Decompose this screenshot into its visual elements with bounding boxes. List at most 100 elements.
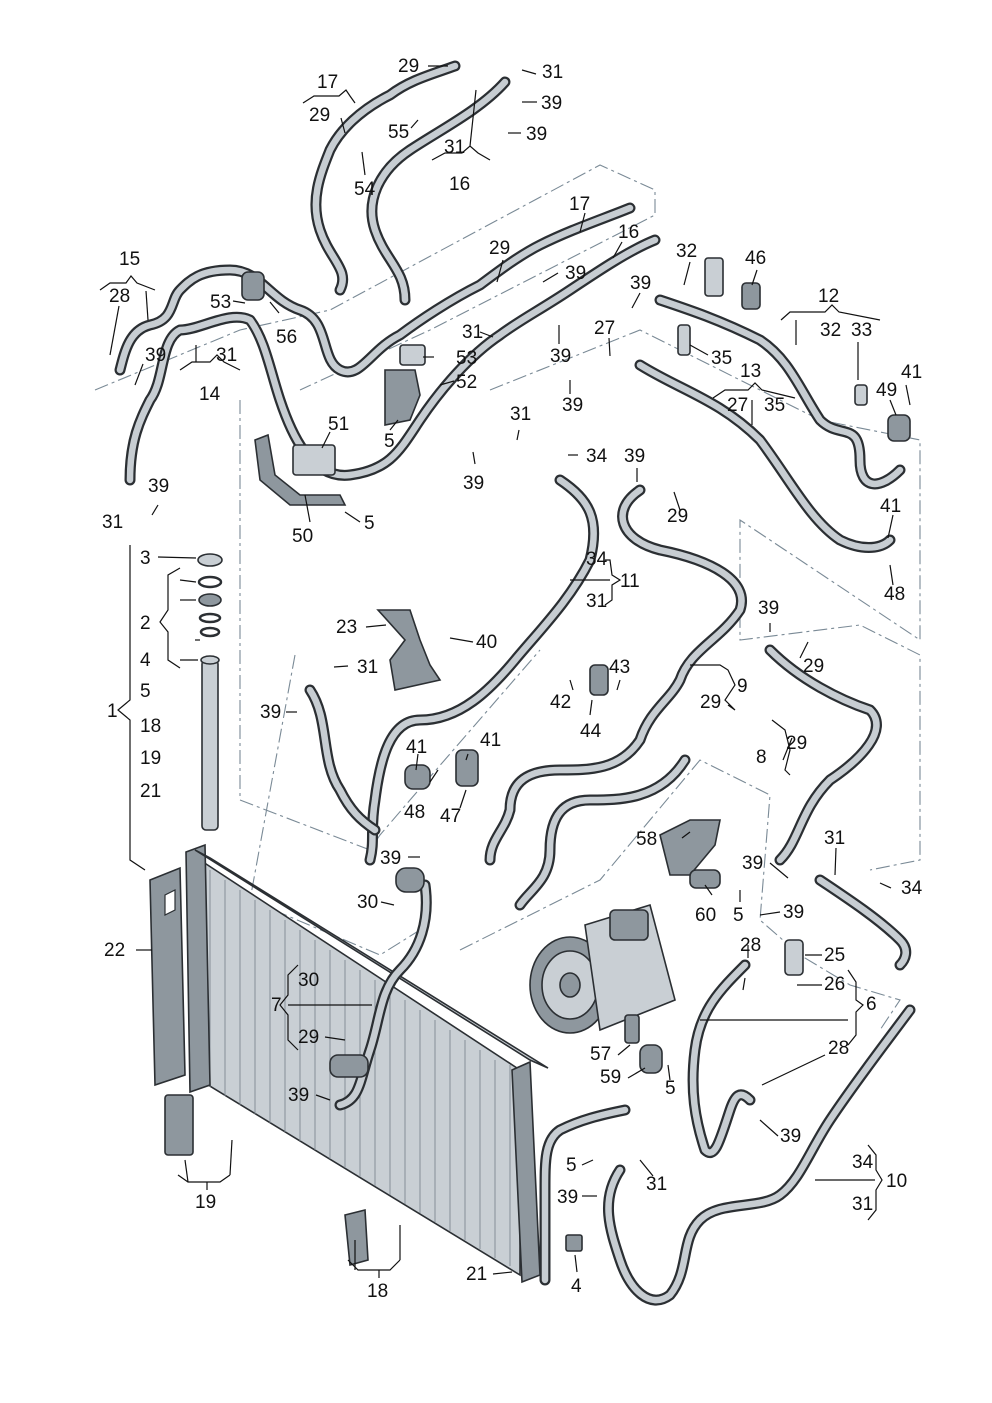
callout-5: 5 [364, 513, 375, 534]
callout-31: 31 [216, 345, 237, 366]
callout-60: 60 [695, 905, 716, 926]
callout-31: 31 [357, 657, 378, 678]
callout-18: 18 [367, 1281, 388, 1302]
callout-27: 27 [727, 395, 748, 416]
callout-14: 14 [199, 384, 221, 405]
callout-39: 39 [630, 273, 651, 294]
callout-40: 40 [476, 632, 497, 653]
leader-lines [99, 65, 911, 1278]
callout-5: 5 [733, 905, 744, 926]
callout-54: 54 [354, 179, 376, 200]
callout-21: 21 [466, 1264, 487, 1285]
callout-34: 34 [852, 1152, 874, 1173]
callout-31: 31 [510, 404, 531, 425]
callout-41: 41 [406, 737, 427, 758]
callout-48: 48 [404, 802, 425, 823]
callout-39: 39 [148, 476, 169, 497]
callout-53: 53 [210, 292, 231, 313]
callout-5: 5 [384, 431, 395, 452]
callout-7: 7 [271, 995, 282, 1016]
callout-28: 28 [740, 935, 761, 956]
callout-30: 30 [298, 970, 319, 991]
callout-31: 31 [462, 322, 483, 343]
callout-39: 39 [783, 902, 804, 923]
callout-31: 31 [824, 828, 845, 849]
callout-39: 39 [526, 124, 547, 145]
condenser-top-rail [194, 849, 549, 1069]
callout-46: 46 [745, 248, 766, 269]
callout-5: 5 [566, 1155, 577, 1176]
callout-41: 41 [480, 730, 501, 751]
callout-53: 53 [456, 348, 477, 369]
outline-left-tube [249, 654, 421, 956]
callout-39: 39 [541, 93, 562, 114]
callout-1: 1 [107, 701, 118, 722]
callout-4: 4 [571, 1276, 582, 1297]
callout-30: 30 [357, 892, 378, 913]
callout-29: 29 [309, 105, 330, 126]
callout-41: 41 [901, 362, 922, 383]
callout-10: 10 [886, 1171, 907, 1192]
callout-48: 48 [884, 584, 905, 605]
callout-21: 21 [140, 781, 161, 802]
callout-44: 44 [580, 721, 602, 742]
callout-27: 27 [594, 318, 615, 339]
callout-28: 28 [109, 286, 130, 307]
callout-12: 12 [818, 286, 839, 307]
callout-39: 39 [758, 598, 779, 619]
callout-39: 39 [288, 1085, 309, 1106]
callout-59: 59 [600, 1067, 621, 1088]
callout-31: 31 [102, 512, 123, 533]
callout-5: 5 [665, 1078, 676, 1099]
callout-32: 32 [820, 320, 841, 341]
callout-13: 13 [740, 361, 761, 382]
assembly-outlines [94, 164, 921, 1031]
callout-28: 28 [828, 1038, 849, 1059]
callout-33: 33 [851, 320, 872, 341]
callout-29: 29 [489, 238, 510, 259]
callout-50: 50 [292, 526, 313, 547]
callout-39: 39 [380, 848, 401, 869]
callout-43: 43 [609, 657, 630, 678]
callout-51: 51 [328, 414, 349, 435]
callout-11: 11 [620, 571, 640, 592]
callout-16: 16 [449, 174, 470, 195]
condenser-fins [209, 870, 511, 1266]
callout-35: 35 [711, 348, 732, 369]
outline-right-assembly [489, 329, 921, 871]
compressor [529, 903, 676, 1034]
callout-22: 22 [104, 940, 125, 961]
callout-32: 32 [676, 241, 697, 262]
side-seal-cutout [164, 889, 176, 916]
callout-25: 25 [824, 945, 845, 966]
callout-19: 19 [140, 748, 161, 769]
callout-9: 9 [737, 676, 748, 697]
callout-49: 49 [876, 380, 897, 401]
callout-29: 29 [700, 692, 721, 713]
callout-55: 55 [388, 122, 409, 143]
callout-58: 58 [636, 829, 657, 850]
callout-29: 29 [786, 733, 807, 754]
callout-35: 35 [764, 395, 785, 416]
callout-39: 39 [780, 1126, 801, 1147]
callout-29: 29 [398, 56, 419, 77]
callout-17: 17 [569, 194, 590, 215]
callouts: 29 31 39 17 29 55 39 31 16 54 17 16 29 3… [102, 56, 923, 1302]
callout-16: 16 [618, 222, 639, 243]
callout-17: 17 [317, 72, 338, 93]
callout-39: 39 [145, 345, 166, 366]
callout-8: 8 [756, 747, 767, 768]
callout-31: 31 [586, 591, 607, 612]
callout-39: 39 [742, 853, 763, 874]
callout-2: 2 [140, 613, 151, 634]
hoses [114, 60, 916, 1306]
callout-23: 23 [336, 617, 357, 638]
callout-57: 57 [590, 1044, 611, 1065]
callout-42: 42 [550, 692, 571, 713]
callout-39: 39 [463, 473, 484, 494]
callout-39: 39 [557, 1187, 578, 1208]
callout-39: 39 [562, 395, 583, 416]
outline-lower-center [459, 759, 901, 1031]
fittings [164, 257, 911, 1267]
